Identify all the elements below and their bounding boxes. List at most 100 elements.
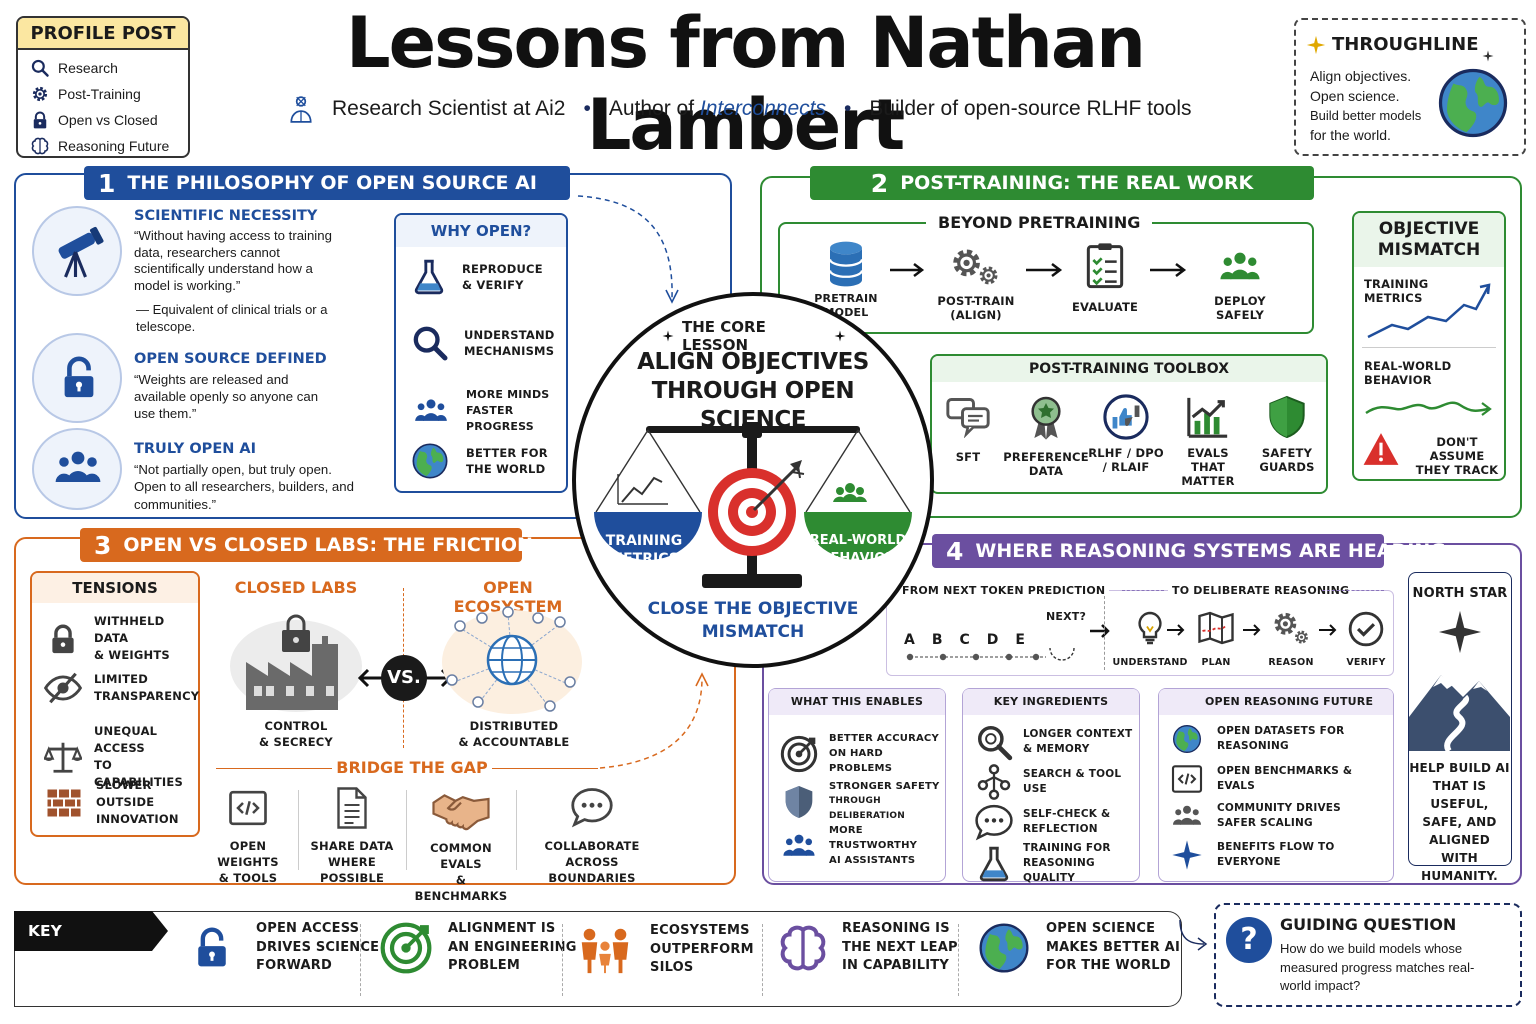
divider — [1362, 347, 1496, 348]
scientific-necessity-note: — Equivalent of clinical trials or a tel… — [136, 302, 328, 334]
team-icon — [1211, 246, 1269, 288]
profile-item-reasoning-future[interactable]: Reasoning Future — [30, 136, 188, 156]
telescope-badge — [32, 206, 122, 296]
globe-icon — [410, 441, 450, 481]
reason-step-understand: UNDERSTAND — [1112, 610, 1187, 670]
profile-item-open-vs-closed[interactable]: Open vs Closed — [30, 110, 188, 130]
people-badge — [32, 428, 122, 510]
takeaways-left-edge — [14, 951, 15, 1007]
tree-icon — [975, 763, 1013, 801]
question-icon: ? — [1226, 917, 1272, 963]
open-lock-icon — [190, 920, 234, 976]
arrow-icon — [1090, 624, 1110, 638]
group-icon — [408, 394, 454, 428]
ingredient-self-check: SELF-CHECK &REFLECTION — [975, 803, 1110, 841]
tension-withheld: WITHHELD DATA& WEIGHTS — [46, 613, 198, 664]
section4-title: WHERE REASONING SYSTEMS ARE HEADING — [975, 540, 1446, 562]
ingredients-title: KEY INGREDIENTS — [963, 689, 1139, 715]
tool-rlhf: RLHF / DPO/ RLAIF — [1088, 394, 1164, 474]
arrow-icon — [1319, 624, 1337, 636]
people-icon — [779, 829, 819, 863]
subtitle-author: Author of Interconnects — [608, 97, 826, 120]
arrow-icon — [1243, 624, 1261, 636]
vs-badge: VS. — [381, 655, 427, 701]
open-source-defined-title: OPEN SOURCE DEFINED — [134, 351, 327, 367]
telescope-icon — [48, 222, 108, 282]
bridge-open-weights: OPEN WEIGHTS& TOOLS — [202, 788, 294, 886]
bridge-connector-arrow — [599, 672, 709, 769]
code-icon — [226, 788, 270, 828]
ingredients-box: KEY INGREDIENTS LONGER CONTEXT& MEMORY S… — [962, 688, 1140, 884]
profile-post-list: Research Post-Training Open vs Closed Re… — [18, 50, 188, 156]
from-next-token-label: FROM NEXT TOKEN PREDICTION — [898, 584, 1110, 598]
closed-labs-title: CLOSED LABS — [234, 578, 358, 597]
divider — [958, 924, 959, 996]
bridge-line-left — [216, 768, 332, 769]
subtitle-builder: Builder of open-source RLHF tools — [869, 97, 1192, 120]
core-lesson-heading: THE CORE LESSON — [682, 318, 766, 354]
publication-link[interactable]: Interconnects — [699, 97, 826, 120]
divider — [406, 790, 407, 870]
brain-icon — [776, 921, 830, 975]
rising-line-icon — [1367, 283, 1491, 339]
step-evaluate: EVALUATE — [1070, 240, 1140, 314]
reason-step-plan: PLAN — [1188, 610, 1244, 670]
section3-title: OPEN VS CLOSED LABS: THE FRICTION — [123, 534, 533, 556]
award-icon — [1026, 394, 1066, 442]
factory-icon — [230, 614, 362, 712]
section2-title: POST-TRAINING: THE REAL WORK — [900, 172, 1254, 194]
profile-item-research[interactable]: Research — [30, 58, 188, 78]
arrow-icon — [1150, 263, 1187, 277]
chat-icon — [945, 394, 991, 438]
open-ecosystem-caption: DISTRIBUTED& ACCOUNTABLE — [458, 719, 570, 749]
guiding-question-card: ? GUIDING QUESTION How do we build model… — [1214, 903, 1522, 1007]
brain-icon — [30, 136, 50, 156]
open-source-defined-block: OPEN SOURCE DEFINED “Weights are release… — [134, 350, 354, 422]
code-icon — [1171, 763, 1203, 795]
people-icon — [1169, 801, 1205, 831]
subtitle-bar: Research Scientist at Ai2 • Author of In… — [288, 94, 1192, 124]
arrow-icon — [1167, 624, 1185, 636]
subtitle-bullet: • — [583, 97, 591, 120]
divider — [1104, 596, 1105, 670]
profile-post-card: PROFILE POST Research Post-Training Open… — [16, 16, 190, 158]
scientific-necessity-quote: “Without having access to training data,… — [134, 228, 332, 293]
enables-title: WHAT THIS ENABLES — [769, 689, 945, 715]
gears-icon — [1270, 608, 1308, 644]
bridge-common-evals: COMMON EVALS& BENCHMARKS — [412, 788, 510, 904]
throughline-card: THROUGHLINE Align objectives. Open scien… — [1294, 18, 1526, 156]
token-sequence: A B C D E — [904, 632, 1025, 648]
network-globe-icon — [442, 606, 582, 714]
tensions-title: TENSIONS — [32, 573, 198, 603]
scales-icon — [44, 738, 82, 776]
star-icon — [1306, 35, 1326, 55]
to-deliberate-label: TO DELIBERATE REASONING — [1168, 584, 1354, 598]
warning-icon — [1362, 431, 1400, 467]
reason-step-verify: VERIFY — [1340, 610, 1392, 670]
arrow-icon — [890, 263, 925, 277]
profile-item-post-training[interactable]: Post-Training — [30, 84, 188, 104]
